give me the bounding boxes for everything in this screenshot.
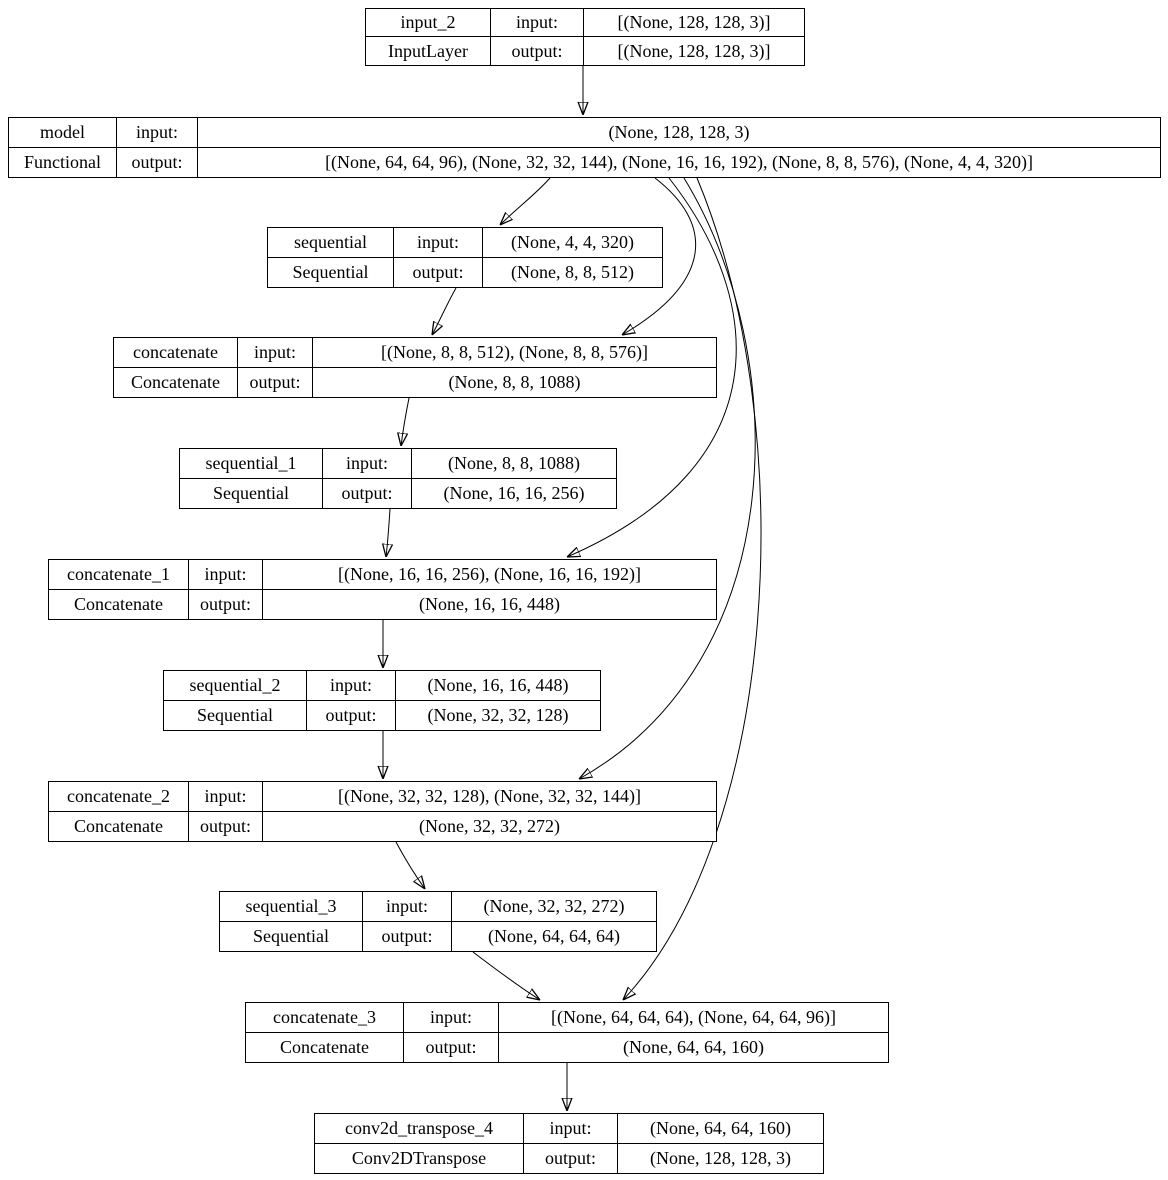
io-label-output: output: <box>323 478 412 508</box>
input-shape: [(None, 128, 128, 3)] <box>584 9 804 37</box>
layer-node-concatenate_1: concatenate_1 input: [(None, 16, 16, 256… <box>48 559 717 620</box>
output-shape: (None, 16, 16, 256) <box>443 482 585 503</box>
input-shape: [(None, 64, 64, 64), (None, 64, 64, 96)] <box>499 1003 888 1033</box>
io-label-input: input: <box>117 118 198 148</box>
layer-name: sequential_1 <box>180 449 323 479</box>
io-label-input: input: <box>524 1114 618 1144</box>
edge-concatenate-sequential_1 <box>401 397 410 446</box>
layer-name: model <box>9 118 117 148</box>
io-label-output: output: <box>189 589 263 619</box>
layer-name: sequential_3 <box>220 892 363 922</box>
layer-type: Sequential <box>180 478 323 508</box>
io-label-input: input: <box>491 9 584 37</box>
edge-sequential_1-concatenate_1 <box>386 508 390 557</box>
layer-node-sequential_1: sequential_1 input: (None, 8, 8, 1088) S… <box>179 448 617 509</box>
layer-node-sequential: sequential input: (None, 4, 4, 320) Sequ… <box>267 227 663 288</box>
layer-name: sequential_2 <box>164 671 307 701</box>
output-shape: (None, 32, 32, 272) <box>419 815 560 836</box>
io-label-output: output: <box>307 700 396 730</box>
layer-node-concatenate: concatenate input: [(None, 8, 8, 512), (… <box>113 337 717 398</box>
edge-sequential-concatenate <box>432 287 457 335</box>
input-shape: (None, 64, 64, 160) <box>618 1114 823 1144</box>
layer-name: concatenate <box>114 338 238 368</box>
io-label-input: input: <box>394 228 483 258</box>
layer-node-conv2d_transpose_4: conv2d_transpose_4 input: (None, 64, 64,… <box>314 1113 824 1174</box>
output-shape: (None, 128, 128, 3) <box>650 1147 791 1168</box>
layer-type: Concatenate <box>49 589 189 619</box>
io-label-input: input: <box>363 892 452 922</box>
layer-node-concatenate_3: concatenate_3 input: [(None, 64, 64, 64)… <box>245 1002 889 1063</box>
layer-node-model: model input: (None, 128, 128, 3) Functio… <box>8 117 1161 178</box>
layer-type: Sequential <box>220 921 363 951</box>
input-shape: [(None, 8, 8, 512), (None, 8, 8, 576)] <box>313 338 716 368</box>
input-shape: [(None, 32, 32, 128), (None, 32, 32, 144… <box>263 782 716 812</box>
io-label-input: input: <box>238 338 313 368</box>
layer-type: Functional <box>9 147 117 177</box>
layer-name: input_2 <box>366 9 491 37</box>
output-shape: (None, 32, 32, 128) <box>427 704 569 725</box>
io-label-output: output: <box>189 811 263 841</box>
io-label-output: output: <box>117 147 198 177</box>
io-label-output: output: <box>394 257 483 287</box>
layer-name: conv2d_transpose_4 <box>315 1114 524 1144</box>
io-label-output: output: <box>363 921 452 951</box>
output-shape: [(None, 128, 128, 3)] <box>617 40 771 61</box>
layer-type: Concatenate <box>49 811 189 841</box>
edge-concatenate_2-sequential_3 <box>395 841 425 889</box>
layer-type: Concatenate <box>246 1032 404 1062</box>
input-shape: (None, 32, 32, 272) <box>452 892 656 922</box>
io-label-output: output: <box>404 1032 499 1062</box>
input-shape: (None, 16, 16, 448) <box>396 671 600 701</box>
output-shape: (None, 8, 8, 1088) <box>448 371 581 392</box>
io-label-output: output: <box>238 367 313 397</box>
layer-node-sequential_3: sequential_3 input: (None, 32, 32, 272) … <box>219 891 657 952</box>
layer-type: Conv2DTranspose <box>315 1143 524 1173</box>
layer-node-sequential_2: sequential_2 input: (None, 16, 16, 448) … <box>163 670 601 731</box>
layer-name: concatenate_1 <box>49 560 189 590</box>
layer-name: concatenate_2 <box>49 782 189 812</box>
layer-name: concatenate_3 <box>246 1003 404 1033</box>
output-shape: (None, 64, 64, 64) <box>488 925 620 946</box>
layer-type: Sequential <box>164 700 307 730</box>
edge-model-sequential <box>500 177 551 225</box>
input-shape: (None, 128, 128, 3) <box>198 118 1160 148</box>
io-label-input: input: <box>189 560 263 590</box>
layer-type: InputLayer <box>366 37 491 65</box>
edge-sequential_3-concatenate_3 <box>472 951 540 1000</box>
layer-type: Concatenate <box>114 367 238 397</box>
input-shape: [(None, 16, 16, 256), (None, 16, 16, 192… <box>263 560 716 590</box>
output-shape: (None, 8, 8, 512) <box>511 261 634 282</box>
io-label-input: input: <box>404 1003 499 1033</box>
layer-name: sequential <box>268 228 394 258</box>
layer-node-concatenate_2: concatenate_2 input: [(None, 32, 32, 128… <box>48 781 717 842</box>
layer-type: Sequential <box>268 257 394 287</box>
output-shape: (None, 64, 64, 160) <box>623 1036 764 1057</box>
layer-node-input_2: input_2 input: [(None, 128, 128, 3)] Inp… <box>365 8 805 66</box>
io-label-output: output: <box>491 37 584 65</box>
output-shape: (None, 16, 16, 448) <box>419 593 560 614</box>
input-shape: (None, 4, 4, 320) <box>483 228 662 258</box>
io-label-input: input: <box>189 782 263 812</box>
output-shape: [(None, 64, 64, 96), (None, 32, 32, 144)… <box>325 151 1033 172</box>
io-label-output: output: <box>524 1143 618 1173</box>
io-label-input: input: <box>307 671 396 701</box>
input-shape: (None, 8, 8, 1088) <box>412 449 616 479</box>
io-label-input: input: <box>323 449 412 479</box>
